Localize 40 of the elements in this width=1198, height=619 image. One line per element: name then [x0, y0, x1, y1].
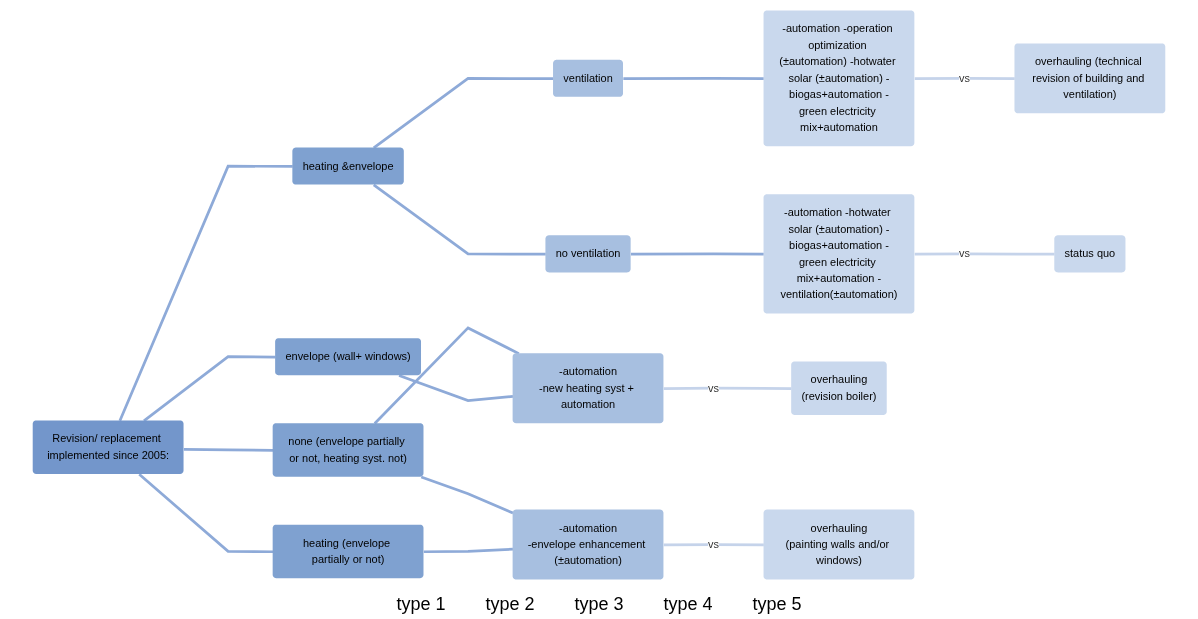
type-label: type 1 [396, 594, 446, 615]
connector [138, 473, 273, 554]
type-label: type 2 [485, 594, 535, 615]
connector [623, 77, 764, 81]
edge-label: vs [708, 382, 719, 394]
connector [420, 475, 514, 515]
node-box: overhauling (technical revision of building and ventilation) [1014, 43, 1166, 114]
node-box: heating &envelope [292, 147, 404, 185]
connector [372, 183, 546, 256]
node-box: ventilation [553, 59, 623, 97]
node-box: -automation -envelope enhancement (±automation) [512, 509, 664, 580]
edge-label: vs [958, 247, 970, 260]
node-box: -automation -operation optimization (±automation) -hotwater solar (±automation) -biogas+automation -green electricity mix+automation [763, 10, 915, 147]
node-box: no ventilation [545, 235, 631, 273]
connector [663, 543, 764, 547]
connector [914, 77, 1015, 81]
type-label: type 5 [752, 594, 802, 615]
edge-label: vs [708, 538, 719, 551]
connector [398, 374, 514, 402]
connector [118, 164, 293, 422]
type-label: type 4 [663, 594, 713, 615]
node-box: envelope (wall+ windows) [275, 338, 421, 376]
connector [372, 77, 554, 150]
node-box: none (envelope partially or not, heating syst. not) [272, 423, 424, 477]
node-box: heating (envelope partially or not) [272, 524, 424, 579]
connector [630, 252, 764, 256]
edge-label: vs [958, 72, 970, 84]
connector [183, 447, 273, 452]
type-label: type 3 [574, 594, 624, 615]
connector [423, 547, 514, 554]
connector [143, 355, 276, 422]
node-box: overhauling (revision boiler) [791, 361, 887, 415]
connector [663, 386, 792, 390]
node-box: Revision/ replacement implemented since 2005: [32, 420, 184, 474]
node-box: -automation -hotwater solar (±automation) -biogas+automation -green electricity mix+automation -ventilation(±automation) [763, 194, 915, 314]
node-box: overhauling (painting walls and/or windows) [763, 509, 915, 580]
node-box: -automation -new heating syst + automation [512, 353, 664, 424]
connector [373, 326, 520, 425]
node-box: status quo [1054, 235, 1126, 273]
connector [914, 252, 1055, 256]
